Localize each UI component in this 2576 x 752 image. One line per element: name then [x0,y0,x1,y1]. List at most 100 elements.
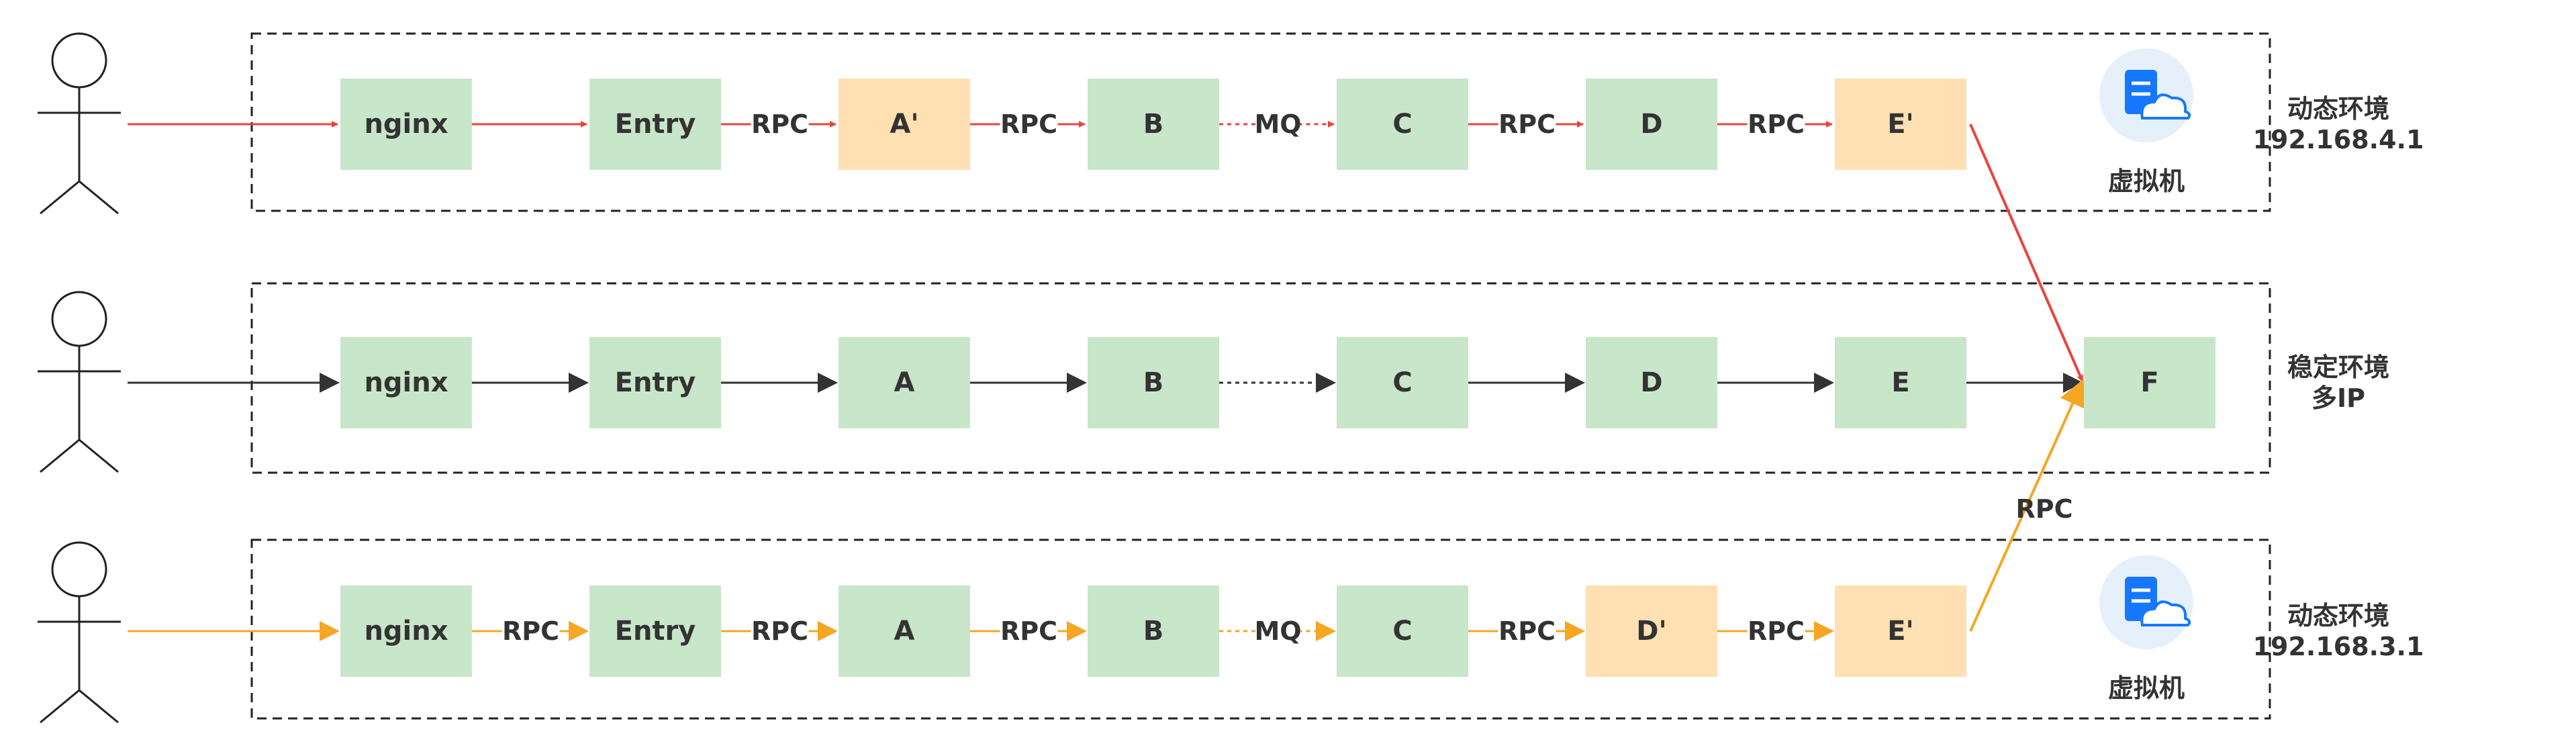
service-node-box[interactable] [839,79,970,170]
edge-label-bottom-0: RPC [502,616,559,646]
service-node-label: A [894,367,915,398]
vm-icon-top [2099,48,2193,142]
service-node-box[interactable] [1835,585,1966,677]
edge-label-top-4: RPC [1498,109,1556,139]
service-node-box[interactable] [1088,585,1219,677]
cross-link-top [1969,124,2084,382]
user-leg-left [40,180,80,215]
service-node-middle-4[interactable]: C [1337,337,1468,428]
service-node-box[interactable] [1586,337,1717,428]
service-node-label: F [2140,367,2158,398]
service-node-box[interactable] [1337,337,1468,428]
service-node-label: E' [1887,109,1914,140]
service-node-label: nginx [364,367,448,398]
service-node-top-4[interactable]: C [1337,79,1468,170]
service-node-box[interactable] [839,337,970,428]
cloud-icon [2140,93,2191,120]
cross-link-bottom [1969,379,2085,632]
service-node-top-3[interactable]: B [1088,79,1219,170]
service-node-box[interactable] [589,79,721,170]
service-node-top-1[interactable]: Entry [589,79,721,170]
service-node-label: Entry [615,109,696,140]
service-node-box[interactable] [1835,79,1966,170]
user-leg-right [79,689,119,724]
service-node-box[interactable] [1586,585,1717,677]
service-node-middle-6[interactable]: E [1835,337,1966,428]
service-node-label: D [1640,367,1662,398]
service-node-bottom-3[interactable]: B [1088,585,1219,677]
environment-label-middle-1: 多IP [2311,383,2365,413]
service-node-box[interactable] [589,585,721,677]
service-node-bottom-0[interactable]: nginx [340,585,472,677]
service-node-label: B [1143,367,1164,398]
user-leg-left [40,689,80,724]
service-node-label: A' [890,109,918,140]
service-node-box[interactable] [1586,79,1717,170]
service-node-bottom-2[interactable]: A [839,585,970,677]
environment-box-bottom [250,538,2271,720]
user-leg-left [40,438,80,473]
user-head [51,291,107,347]
service-node-label: nginx [364,109,448,140]
user-figure-middle [38,291,121,473]
user-figure-top [38,32,121,215]
service-node-box[interactable] [340,337,472,428]
service-node-box[interactable] [340,585,472,677]
service-node-box[interactable] [340,79,472,170]
vm-label-top: 虚拟机 [2108,167,2185,196]
edge-label-top-3: MQ [1254,109,1301,139]
service-node-middle-0[interactable]: nginx [340,337,472,428]
service-node-label: E' [1887,616,1914,647]
service-node-box[interactable] [1835,337,1966,428]
service-node-middle-1[interactable]: Entry [589,337,721,428]
service-node-box[interactable] [2084,337,2215,428]
edge-label-bottom-4: RPC [1498,616,1556,646]
user-head [51,32,107,89]
service-node-middle-5[interactable]: D [1586,337,1717,428]
service-node-label: Entry [615,616,696,647]
service-node-middle-2[interactable]: A [839,337,970,428]
service-node-box[interactable] [1088,337,1219,428]
service-node-label: A [894,616,915,647]
service-node-middle-3[interactable]: B [1088,337,1219,428]
service-node-label: Entry [615,367,696,398]
service-node-label: B [1143,616,1164,647]
service-node-box[interactable] [1337,585,1468,677]
edge-label-bottom-2: RPC [1000,616,1057,646]
environment-box-top [250,32,2271,212]
edge-label-top-2: RPC [1000,109,1057,139]
environment-box-middle [250,282,2271,474]
service-node-label: D' [1636,616,1666,647]
service-node-top-5[interactable]: D [1586,79,1717,170]
service-node-bottom-4[interactable]: C [1337,585,1468,677]
service-node-top-2[interactable]: A' [839,79,970,170]
service-node-box[interactable] [589,337,721,428]
service-node-label: D [1640,109,1662,140]
user-leg-right [79,438,119,473]
service-node-bottom-6[interactable]: E' [1835,585,1966,677]
service-node-label: E [1891,367,1909,398]
service-node-top-6[interactable]: E' [1835,79,1966,170]
cloud-icon [2140,600,2191,626]
user-leg-right [79,180,119,215]
cross-link-label-bottom: RPC [2016,494,2073,524]
environment-label-bottom-1: 192.168.3.1 [2253,632,2424,661]
user-head [51,541,107,598]
service-node-bottom-5[interactable]: D' [1586,585,1717,677]
environment-label-middle-0: 稳定环境 [2287,352,2389,382]
service-node-label: nginx [364,616,448,647]
edge-label-bottom-1: RPC [751,616,808,646]
service-node-box[interactable] [1088,79,1219,170]
service-node-top-0[interactable]: nginx [340,79,472,170]
service-node-box[interactable] [839,585,970,677]
service-node-box[interactable] [1337,79,1468,170]
edge-label-top-5: RPC [1748,109,1805,139]
service-node-label: B [1143,109,1164,140]
edge-label-top-1: RPC [751,109,808,139]
service-node-middle-7[interactable]: F [2084,337,2215,428]
environment-label-bottom-0: 动态环境 [2287,601,2389,630]
service-node-bottom-1[interactable]: Entry [589,585,721,677]
service-node-label: C [1392,367,1412,398]
edge-label-bottom-3: MQ [1254,616,1301,646]
